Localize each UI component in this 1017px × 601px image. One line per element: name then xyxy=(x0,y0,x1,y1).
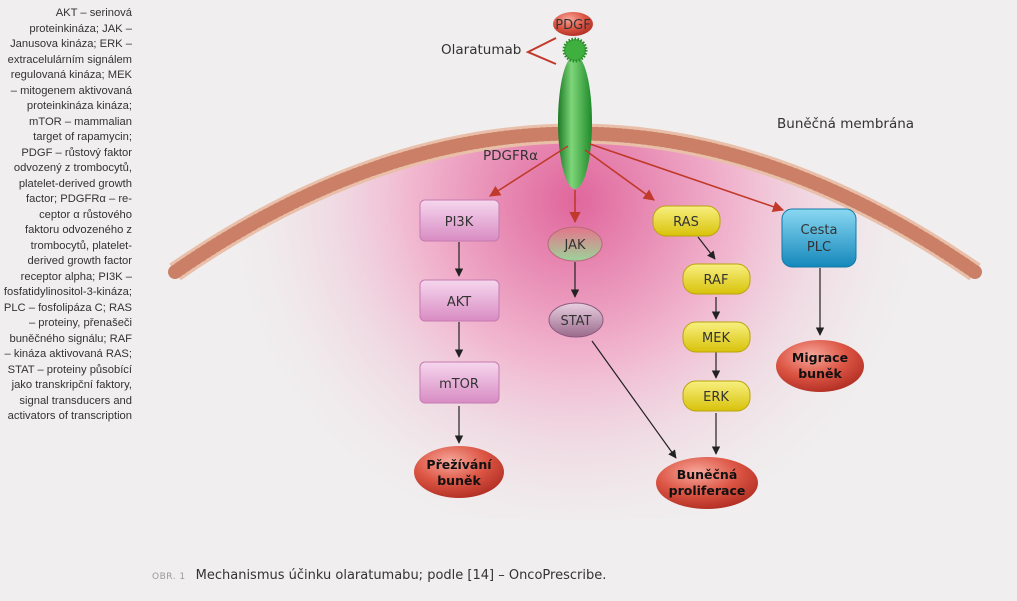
pdgfr-alpha-receptor xyxy=(558,37,592,189)
legend-term: AKT xyxy=(55,7,78,19)
node-pi3k: PI3K xyxy=(419,199,500,242)
svg-text:buněk: buněk xyxy=(798,366,842,381)
svg-text:JAK: JAK xyxy=(563,238,585,253)
node-akt: AKT xyxy=(419,279,500,322)
node-jak: JAK xyxy=(547,226,603,262)
node-mek: MEK xyxy=(682,321,751,353)
legend-term: PLC xyxy=(3,301,26,314)
legend-definition: – pro­teiny působící jako transkripční f… xyxy=(7,363,132,423)
legend-term: PI3K xyxy=(98,270,123,283)
outcome-migration: Migrace buněk xyxy=(776,340,864,392)
svg-text:PLC: PLC xyxy=(807,240,831,255)
pdgf-label: PDGF xyxy=(555,18,590,33)
abbreviation-legend: AKT – serinová proteinkináza; JAK – Janu… xyxy=(2,6,132,425)
svg-text:Přežívání: Přežívání xyxy=(426,457,492,472)
legend-definition: – proteiny, pře­našeči buněčného signálu… xyxy=(9,317,132,345)
node-erk: ERK xyxy=(682,380,751,412)
olaratumab-label: Olaratumab xyxy=(441,42,521,58)
svg-text:ERK: ERK xyxy=(703,390,729,405)
svg-text:MEK: MEK xyxy=(702,331,730,346)
node-stat: STAT xyxy=(548,302,604,338)
figure-caption: OBR. 1 Mechanismus účinku olaratumabu; po… xyxy=(152,568,606,583)
outcome-proliferation: Buněčná proliferace xyxy=(656,457,758,509)
legend-definition: – Janusova kináza; xyxy=(10,22,132,51)
figure-caption-text: Mechanismus účinku olaratumabu; podle [1… xyxy=(195,568,607,583)
svg-text:mTOR: mTOR xyxy=(439,377,479,392)
svg-text:RAF: RAF xyxy=(704,273,729,288)
svg-text:Cesta: Cesta xyxy=(801,223,838,238)
receptor-label: PDGFRα xyxy=(483,148,538,164)
legend-term: ERK xyxy=(99,38,123,50)
pdgf-ligand xyxy=(553,12,593,36)
legend-term: PDGFRα xyxy=(60,193,106,205)
legend-definition: – re­ceptor α růstového faktoru odvozené… xyxy=(20,193,132,283)
svg-text:STAT: STAT xyxy=(560,314,591,329)
node-mtor: mTOR xyxy=(419,361,500,404)
legend-term: RAF xyxy=(109,332,132,345)
membrane-label: Buněčná membrána xyxy=(777,116,914,132)
svg-text:RAS: RAS xyxy=(673,215,699,230)
figure-number: OBR. 1 xyxy=(152,572,186,582)
legend-definition: – růstový faktor odvozený z trombocytů, … xyxy=(13,146,132,206)
olaratumab-pointer xyxy=(525,37,557,65)
svg-text:buněk: buněk xyxy=(437,473,481,488)
legend-term: RAS xyxy=(108,301,132,314)
legend-definition: – fosfati­dylinositol-3-kináza; xyxy=(3,270,132,299)
legend-definition: – mammalian target of rapamycin; xyxy=(33,115,132,144)
receptor-arrows xyxy=(489,143,785,224)
node-plc: Cesta PLC xyxy=(781,208,857,268)
legend-term: PDGF xyxy=(21,146,53,159)
legend-term: mTOR xyxy=(29,115,62,128)
svg-text:PI3K: PI3K xyxy=(445,215,474,230)
legend-term: MEK xyxy=(107,69,132,81)
outcome-survival: Přežívání buněk xyxy=(414,446,504,498)
svg-text:proliferace: proliferace xyxy=(669,483,746,498)
legend-definition: – mitogenem aktivovaná pro­teinkináza ki… xyxy=(10,84,132,113)
legend-definition: – extra­celulárním signálem regulovaná k… xyxy=(7,38,132,81)
legend-term: JAK xyxy=(102,22,123,35)
svg-text:Migrace: Migrace xyxy=(792,350,848,365)
svg-text:AKT: AKT xyxy=(447,295,471,310)
node-ras: RAS xyxy=(652,205,721,237)
legend-definition: – fosfolipáza C; xyxy=(25,301,106,314)
legend-definition: – ki­náza aktivovaná RAS; xyxy=(4,348,132,360)
node-raf: RAF xyxy=(682,263,751,295)
legend-term: STAT xyxy=(7,363,35,376)
legend-definition: – serinová proteinkináza; xyxy=(29,7,132,35)
pathway-arrows xyxy=(454,236,825,459)
svg-text:Buněčná: Buněčná xyxy=(677,467,738,482)
